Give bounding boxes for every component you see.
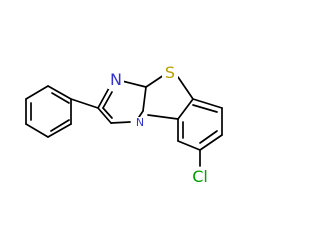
bond — [199, 130, 218, 144]
atom-label-s-thiazole: S — [165, 63, 175, 82]
bond — [97, 87, 110, 109]
atom-label-n-bridge: N — [136, 116, 144, 129]
atom-n-bridge: N — [132, 116, 148, 131]
atom-label-n-imine: N — [110, 70, 122, 89]
bond — [142, 86, 147, 112]
bond — [25, 123, 49, 138]
molecule-structure: N S N Cl — [25, 62, 223, 187]
bond — [177, 98, 194, 120]
bond — [50, 119, 70, 132]
bond-phenyl-imidazole — [70, 98, 99, 109]
bond — [177, 140, 201, 151]
bond — [51, 92, 70, 104]
atom-s-thiazole: S — [162, 62, 178, 82]
structure-canvas: N S N Cl — [25, 62, 223, 187]
bond — [192, 98, 223, 109]
bond — [110, 121, 131, 124]
bond — [145, 74, 165, 88]
bond — [192, 104, 218, 113]
bond — [102, 107, 113, 119]
atom-n-imine: N — [108, 69, 124, 89]
imidazole-ring — [97, 80, 147, 124]
thiazole-ring — [145, 74, 194, 120]
atom-label-cl-substituent: Cl — [192, 167, 208, 186]
bond — [97, 107, 112, 124]
bond — [102, 91, 113, 109]
bond — [25, 85, 49, 100]
atom-cl-substituent: Cl — [188, 167, 212, 187]
bond — [47, 123, 72, 138]
bond — [121, 80, 147, 88]
bond — [47, 85, 72, 100]
benzene-ring — [177, 98, 223, 151]
bond — [177, 76, 194, 100]
bond — [147, 114, 179, 120]
phenyl-ring — [25, 85, 72, 138]
bond — [199, 134, 223, 151]
